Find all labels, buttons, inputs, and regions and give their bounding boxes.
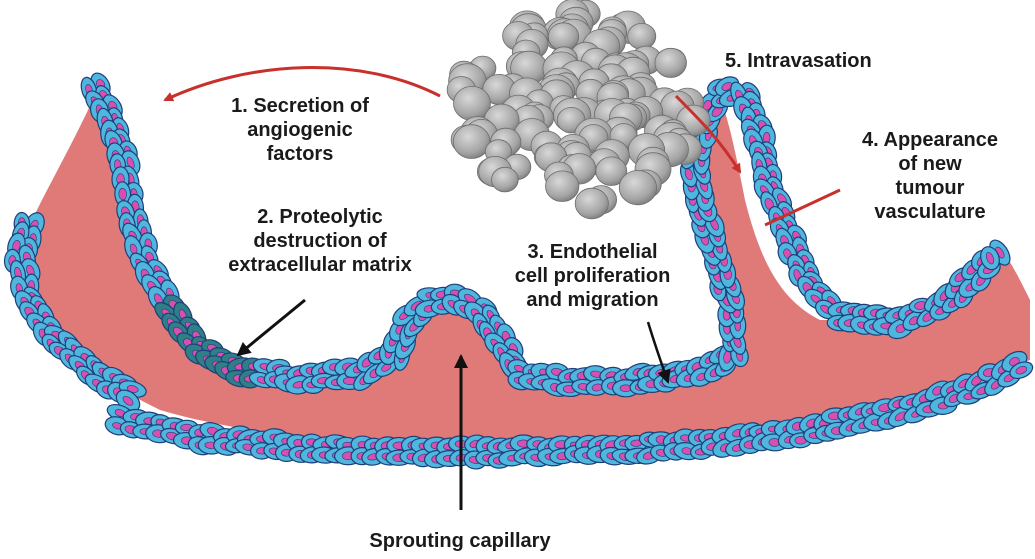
label-proteolytic: 2. Proteolytic destruction of extracellu… — [195, 205, 445, 277]
tumour-mass — [447, 0, 710, 219]
label-appearance: 4. Appearance of new tumour vasculature — [830, 128, 1030, 224]
label-sprouting-capillary: Sprouting capillary — [330, 529, 590, 553]
tumour-cell — [619, 170, 656, 204]
label-secretion: 1. Secretion of angiogenic factors — [200, 94, 400, 166]
label-endothelial: 3. Endothelial cell proliferation and mi… — [485, 240, 700, 312]
label-intravasation: 5. Intravasation — [725, 49, 945, 73]
tumour-cell — [546, 171, 579, 202]
tumour-cell — [575, 188, 608, 219]
tumour-cell — [453, 125, 490, 159]
tumour-cell — [655, 48, 687, 77]
proteolytic-arrow — [238, 300, 305, 355]
tumour-cell — [628, 23, 656, 49]
tumour-cell — [492, 167, 519, 192]
